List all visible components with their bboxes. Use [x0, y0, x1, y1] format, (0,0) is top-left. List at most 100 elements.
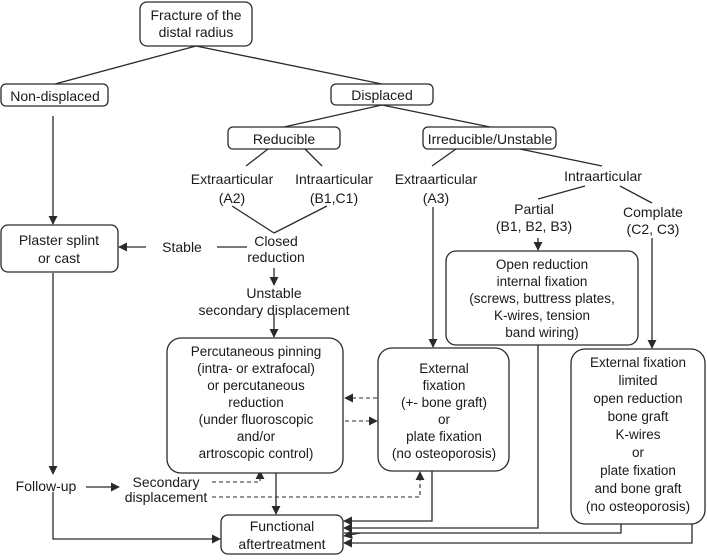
- label-line: Intraarticular: [564, 168, 642, 184]
- label-line: bone graft: [608, 409, 669, 424]
- box-reducible: [227, 126, 341, 150]
- label-line: internal fixation: [497, 274, 588, 289]
- label-line: limited: [618, 373, 657, 388]
- box-external-limited: [570, 348, 706, 525]
- edge-fracture-nondisplaced: [54, 45, 197, 85]
- label-line: Unstable: [246, 285, 301, 301]
- edge-a2-closed: [231, 205, 275, 234]
- label-line: Secondary: [133, 474, 200, 490]
- label-extra-a3: Extraarticular(A3): [395, 171, 478, 206]
- box-plaster: [0, 224, 119, 273]
- label-line: band wiring): [505, 325, 579, 340]
- label-line: aftertreatment: [238, 536, 325, 552]
- label-line: open reduction: [593, 391, 682, 406]
- box-percutaneous: [166, 337, 344, 474]
- edge-irreducible-a3: [431, 148, 457, 167]
- label-line: Complate: [623, 204, 683, 220]
- label-line: or: [632, 445, 645, 460]
- label-line: fixation: [423, 378, 466, 393]
- label-line: Percutaneous pinning: [191, 344, 322, 359]
- label-displaced: Displaced: [351, 87, 412, 103]
- label-line: (no osteoporosis): [392, 446, 496, 461]
- label-line: or percutaneous: [207, 378, 305, 393]
- arrow-orif-functional: [343, 345, 539, 533]
- edge-displaced-irreducible: [381, 104, 491, 128]
- label-line: Closed: [254, 233, 298, 249]
- label-line: Plaster splint: [19, 232, 99, 248]
- label-line: (C2, C3): [627, 221, 680, 237]
- label-line: K-wires: [615, 427, 660, 442]
- label-line: and/or: [237, 429, 276, 444]
- edge-extlimited-functional-a: [344, 524, 622, 534]
- edge-irreducible-intra: [519, 148, 603, 167]
- arrow-extlimited-functional: [343, 524, 693, 548]
- label-line: (under fluoroscopic: [199, 412, 314, 427]
- box-irreducible: [422, 126, 557, 150]
- box-displaced: [330, 83, 434, 106]
- box-nondisplaced: [0, 83, 109, 107]
- label-line: (A2): [219, 190, 245, 206]
- label-line: Open reduction: [496, 257, 588, 272]
- label-line: Functional: [250, 518, 315, 534]
- edge-b1c1-closed: [273, 205, 328, 234]
- label-line: Extraarticular: [191, 171, 274, 187]
- connectors: [48, 45, 693, 548]
- label-line: Stable: [162, 239, 202, 255]
- label-reducible: Reducible: [253, 131, 315, 147]
- label-line: Displaced: [351, 87, 412, 103]
- edge-fracture-displaced: [195, 45, 383, 85]
- label-extra-a2: Extraarticular (A2): [191, 171, 274, 206]
- label-line: Partial: [514, 201, 554, 217]
- arrow-external-functional: [343, 471, 433, 526]
- label-line: (B1,C1): [310, 190, 358, 206]
- label-line: or: [438, 412, 451, 427]
- edge-intra-partial: [537, 185, 586, 200]
- label-percutaneous: Percutaneous pinning (intra- or extrafoca…: [191, 344, 322, 461]
- box-external-fixation: [377, 347, 510, 472]
- label-stable: Stable: [162, 239, 202, 255]
- label-line: External fixation: [590, 355, 686, 370]
- label-line: plate fixation: [600, 463, 676, 478]
- label-line: External: [419, 361, 469, 376]
- label-line: Follow-up: [16, 478, 77, 494]
- label-followup: Follow-up: [16, 478, 77, 494]
- label-line: Extraarticular: [395, 171, 478, 187]
- label-line: displacement: [125, 489, 208, 505]
- label-nondisplaced: Non-displaced: [10, 88, 100, 104]
- label-line: secondary displacement: [199, 302, 350, 318]
- label-line: K-wires, tension: [494, 308, 590, 323]
- label-functional: Functional aftertreatment: [238, 518, 325, 552]
- label-irreducible: Irreducible/Unstable: [428, 131, 553, 147]
- dash-secondary-external: [212, 471, 425, 498]
- label-partial: Partial(B1, B2, B3): [496, 201, 572, 234]
- label-line: distal radius: [159, 24, 234, 40]
- label-line: Fracture of the: [150, 7, 241, 23]
- edge-intra-complate: [619, 185, 653, 204]
- edge-reducible-a2: [245, 148, 269, 167]
- dash-secondary-percutaneous: [212, 470, 265, 483]
- label-line: and bone graft: [594, 481, 681, 496]
- label-line: reduction: [247, 249, 305, 265]
- arrow-extlimited-functional-head: [343, 530, 361, 539]
- box-orif: [445, 250, 639, 346]
- label-intraarticular: Intraarticular: [564, 168, 642, 184]
- label-line: Non-displaced: [10, 88, 100, 104]
- box-fracture: [139, 1, 253, 47]
- label-line: (intra- or extrafocal): [197, 361, 315, 376]
- label-external-limited: External fixation limited open reduction bo…: [586, 355, 690, 514]
- edge-displaced-reducible: [283, 104, 383, 128]
- edge-reducible-b1c1: [304, 148, 323, 167]
- label-line: (+- bone graft): [401, 395, 487, 410]
- label-line: Reducible: [253, 131, 315, 147]
- box-functional: [220, 514, 344, 555]
- label-line: (no osteoporosis): [586, 499, 690, 514]
